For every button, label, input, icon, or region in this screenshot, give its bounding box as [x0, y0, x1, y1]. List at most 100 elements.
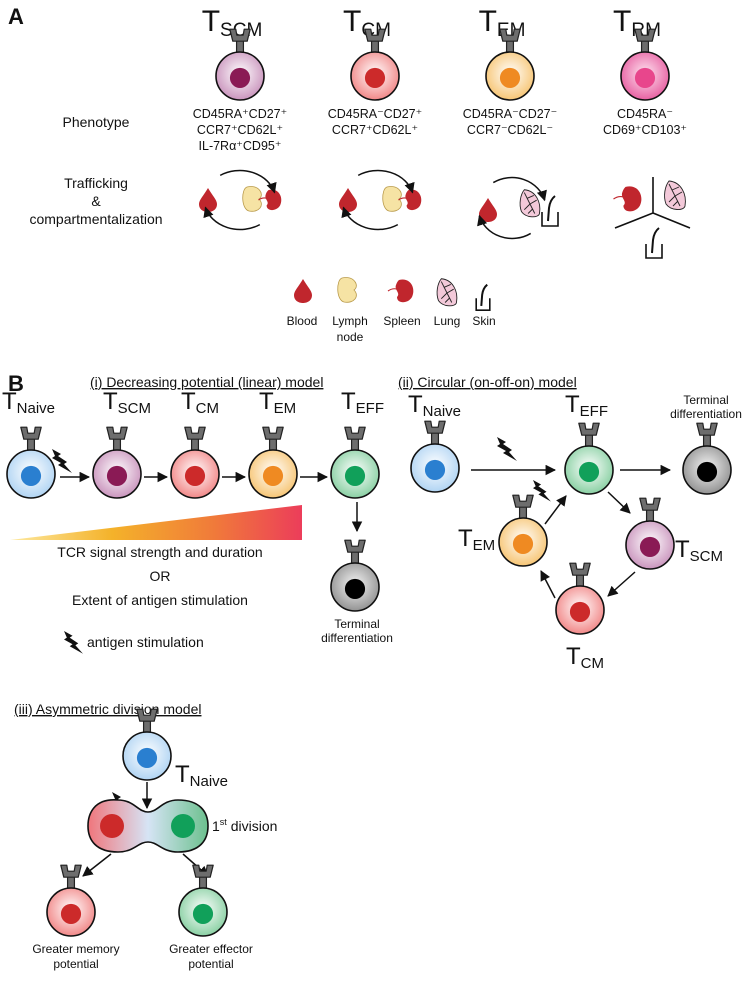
circular-title-cm: TCM — [566, 643, 604, 672]
legend-lymph-label-1: Lymph — [332, 314, 368, 328]
trafficking-label-3: compartmentalization — [29, 211, 162, 227]
circular-title-eff-sub: EFF — [580, 403, 608, 420]
trafficking-diagrams — [199, 169, 691, 259]
circular-cell-cm — [555, 562, 605, 635]
dividing-cell-nucleus-effector — [171, 814, 195, 838]
phenotype-scm-0: CD45RA⁺CD27⁺ — [193, 107, 287, 121]
linear-cell-naive — [6, 426, 56, 499]
cell-nucleus — [344, 465, 366, 487]
trafficking-label-1: Trafficking — [64, 175, 128, 191]
receptor-cup — [60, 864, 82, 878]
asym-title-naive-sub: Naive — [190, 773, 228, 790]
phenotype-rm-1: CD69⁺CD103⁺ — [603, 123, 687, 137]
circular-title-em: TEM — [458, 525, 495, 554]
scm-blood-icon — [199, 188, 217, 212]
receptor-cup — [634, 28, 656, 42]
subset-title-scm-main: T — [202, 5, 220, 38]
circular-cell-em — [498, 494, 548, 567]
receptor-cup — [184, 426, 206, 440]
receptor-cup — [106, 426, 128, 440]
cell-nucleus — [262, 465, 284, 487]
cell-nucleus — [512, 533, 534, 554]
linear-terminal-label-1: Terminal — [334, 617, 379, 631]
asymmetric-model-title: (iii) Asymmetric division model — [14, 701, 201, 717]
receptor-cup — [20, 426, 42, 440]
circular-terminal-label-2: differentiation — [670, 407, 742, 421]
rm-skin-icon — [645, 227, 663, 259]
effector-label-1: Greater effector — [169, 942, 253, 956]
scm-spleen-icon — [258, 189, 282, 211]
phenotype-em-0: CD45RA⁻CD27⁻ — [463, 107, 557, 121]
linear-title-naive-sub: Naive — [17, 400, 55, 417]
cell-nucleus — [499, 67, 521, 88]
circular-title-scm-sub: SCM — [690, 548, 723, 565]
gradient-text-3: Extent of antigen stimulation — [72, 592, 248, 608]
circulation-arrow-bottom — [477, 214, 532, 240]
circular-model-title: (ii) Circular (on-off-on) model — [398, 374, 577, 390]
circular-title-scm: TSCM — [675, 536, 723, 565]
cm-circulation — [341, 169, 415, 231]
division-label-sup: st — [220, 817, 228, 827]
circular-title-scm-main: T — [675, 536, 690, 563]
cell-nucleus — [136, 747, 158, 768]
linear-title-scm-sub: SCM — [118, 400, 151, 417]
asym-cell-effector — [178, 864, 228, 937]
asym-arrow-memory — [82, 853, 112, 877]
receptor-cup — [192, 864, 214, 878]
legend-lymph-icon — [337, 277, 357, 303]
linear-title-em-main: T — [259, 388, 274, 415]
receptor-cup — [229, 28, 251, 42]
circular-title-eff-main: T — [565, 391, 580, 418]
circular-terminal-label-1: Terminal — [683, 393, 728, 407]
linear-terminal-label-2: differentiation — [321, 631, 393, 645]
scm-lymph-icon — [242, 186, 262, 212]
spleen-shape — [265, 189, 282, 211]
cm-lymph-icon — [382, 186, 402, 212]
circulation-arrow-top — [219, 169, 277, 194]
linear-cell-em — [248, 426, 298, 499]
antigen-legend-bolt-icon — [64, 631, 84, 654]
legend-skin-icon — [475, 283, 491, 311]
linear-cell-eff — [330, 426, 380, 499]
linear-title-cm-sub: CM — [196, 400, 219, 417]
cm-spleen-icon — [398, 189, 422, 211]
subset-title-em-main: T — [479, 5, 497, 38]
receptor-cup — [364, 28, 386, 42]
linear-cell-cm — [170, 426, 220, 499]
circular-cell-scm — [625, 497, 675, 570]
circular-title-naive-sub: Naive — [423, 403, 461, 420]
gradient-text-2: OR — [150, 568, 171, 584]
cell-nucleus — [364, 67, 386, 88]
spleen-vessel — [613, 195, 624, 200]
circular-cell-eff — [564, 422, 614, 495]
division-label: 1st division — [212, 817, 277, 834]
phenotype-cm-1: CCR7⁺CD62L⁺ — [332, 123, 418, 137]
spleen-shape — [395, 279, 414, 303]
memory-label-2: potential — [53, 957, 98, 971]
skin-hair — [480, 283, 488, 307]
cm-blood-icon — [339, 188, 357, 212]
asym-cell-memory — [46, 864, 96, 937]
spleen-shape — [621, 186, 642, 212]
circular-cell-naive — [410, 420, 460, 493]
linear-title-eff-sub: EFF — [356, 400, 384, 417]
linear-model-title: (i) Decreasing potential (linear) model — [90, 374, 323, 390]
cell-nucleus — [578, 461, 600, 483]
rm-lung-icon — [664, 180, 686, 210]
panel-b-label: B — [8, 371, 24, 396]
circular-title-naive-main: T — [408, 391, 423, 418]
circular-arrow-scm-cm — [607, 571, 636, 597]
circular-cell-terminal — [682, 422, 732, 495]
subset-cell-cm — [350, 28, 400, 101]
memory-label-1: Greater memory — [32, 942, 119, 956]
rm-spleen-icon — [613, 186, 642, 212]
linear-title-em: TEM — [259, 388, 296, 417]
receptor-cup — [424, 420, 446, 434]
asym-title-naive: TNaive — [175, 761, 228, 790]
skin-follicle — [541, 212, 559, 227]
circulation-arrow-bottom — [341, 206, 399, 231]
receptor-cup — [569, 562, 591, 576]
linear-cell-scm — [92, 426, 142, 499]
